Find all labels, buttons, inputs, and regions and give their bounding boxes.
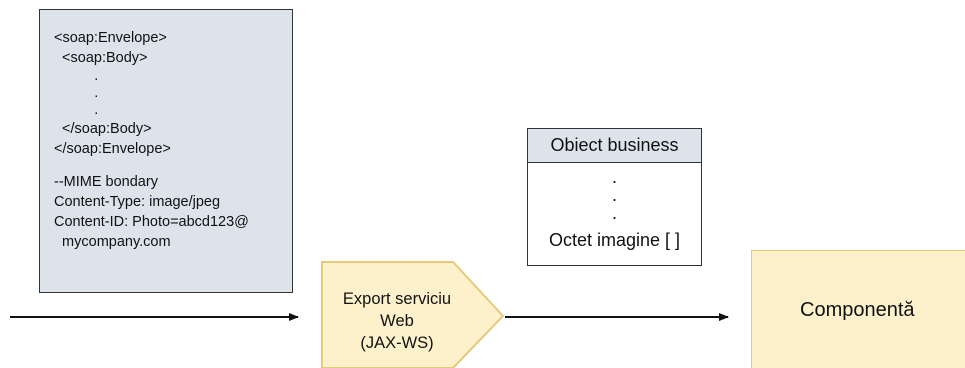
business-object-dot: .	[611, 167, 617, 187]
export-label-line: (JAX-WS)	[360, 334, 434, 352]
mime-line: Content-Type: image/jpeg	[54, 194, 221, 210]
mime-line: mycompany.com	[54, 234, 171, 250]
business-object-box: Obiect business . . . Octet imagine [ ]	[527, 128, 702, 266]
business-object-dot: .	[611, 203, 617, 223]
soap-line: </soap:Body>	[54, 121, 152, 137]
export-label-line: Export serviciu	[342, 290, 452, 308]
export-label: Export serviciu Web (JAX-WS)	[322, 288, 472, 354]
business-object-dot: .	[611, 185, 617, 205]
soap-line: <soap:Envelope>	[54, 30, 167, 46]
business-object-body: . . . Octet imagine [ ]	[528, 163, 701, 251]
mime-line: --MIME bondary	[54, 174, 158, 190]
business-object-title: Obiect business	[528, 129, 701, 163]
mime-line: Content-ID: Photo=abcd123@	[54, 214, 249, 230]
soap-line: .	[54, 102, 99, 118]
business-object-field: Octet imagine [ ]	[548, 230, 681, 250]
soap-message-box: <soap:Envelope> <soap:Body> . . . </soap…	[39, 9, 293, 293]
soap-line: </soap:Envelope>	[54, 141, 171, 157]
export-pentagon	[321, 261, 505, 368]
soap-line: <soap:Body>	[54, 50, 148, 66]
component-label: Componentă	[800, 299, 915, 321]
soap-line: .	[54, 85, 99, 101]
soap-line: .	[54, 68, 99, 84]
component-box: Componentă	[751, 250, 965, 368]
export-label-line: Web	[380, 312, 414, 330]
